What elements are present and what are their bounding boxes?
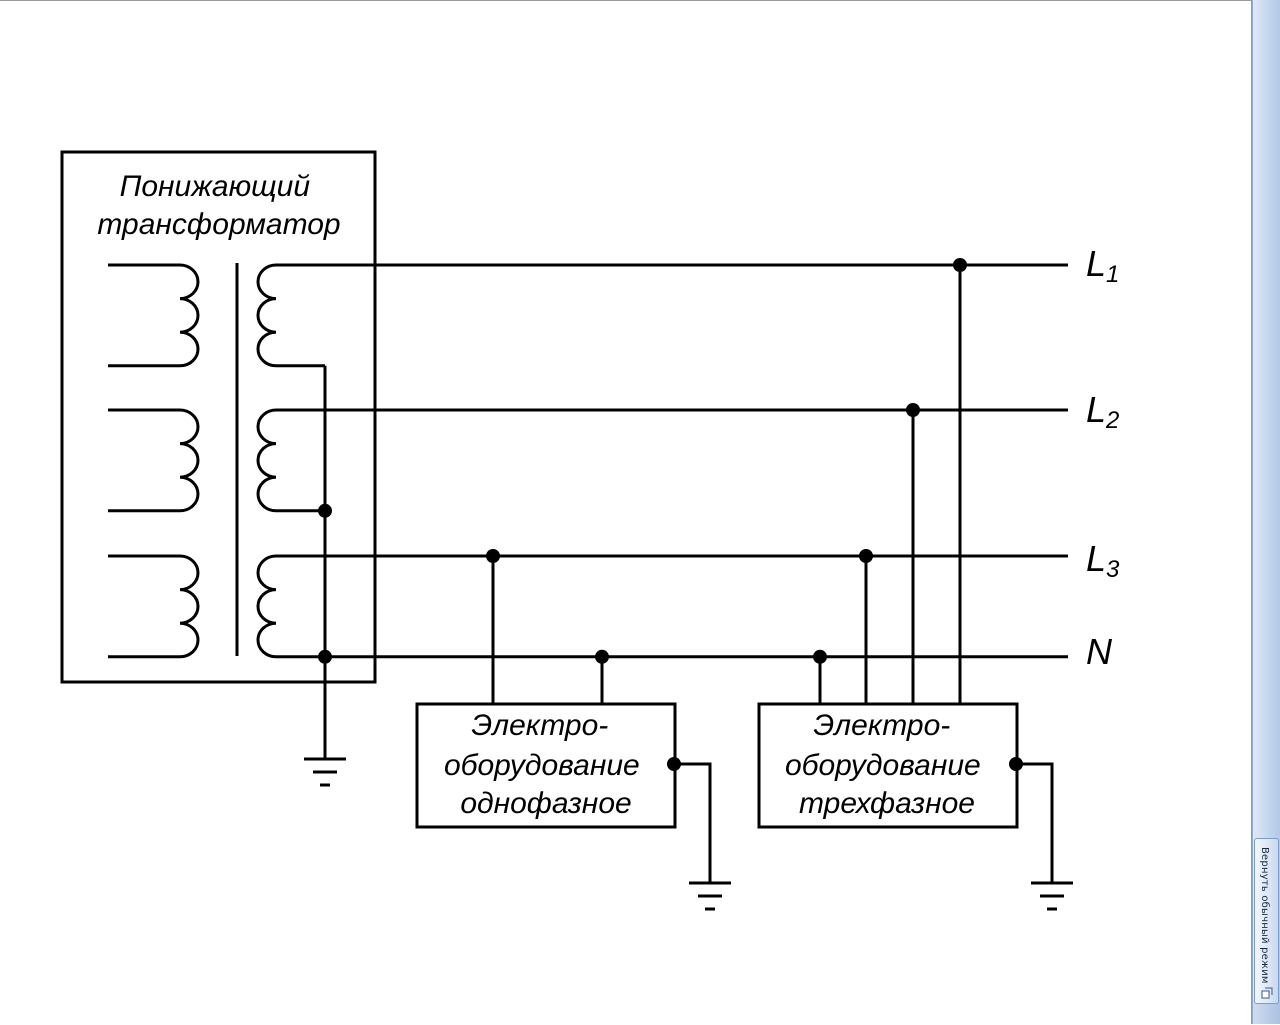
tn-c-wiring-diagram: Понижающий трансформатор L1 L2 L3 N Элек… bbox=[60, 150, 1120, 911]
junction-dot bbox=[813, 649, 827, 664]
junction-dot bbox=[906, 403, 920, 417]
single-phase-earth-conductor bbox=[674, 762, 712, 883]
restore-normal-mode-button[interactable]: Вернуть обычный режим bbox=[1254, 838, 1279, 1004]
transformer-box bbox=[60, 150, 377, 684]
restore-normal-mode-label: Вернуть обычный режим bbox=[1259, 847, 1270, 984]
junction-dot bbox=[1009, 757, 1023, 771]
junction-dot bbox=[318, 503, 332, 518]
bus-label-l2: L2 bbox=[1086, 389, 1119, 434]
transformer-earth-icon bbox=[304, 757, 346, 787]
bus-label-n: N bbox=[1086, 631, 1113, 672]
primary-winding-1 bbox=[108, 263, 200, 368]
transformer-label: Понижающий трансформатор bbox=[97, 170, 340, 241]
secondary-winding-3 bbox=[256, 554, 325, 659]
junction-dot bbox=[667, 757, 681, 771]
primary-winding-2 bbox=[108, 408, 200, 513]
restore-view-icon bbox=[1261, 987, 1273, 999]
primary-winding-3 bbox=[108, 554, 200, 659]
bus-label-l1: L1 bbox=[1086, 243, 1119, 288]
three-phase-equipment-label: Электро- оборудование трехфазное bbox=[785, 709, 989, 820]
slide-canvas: Понижающий трансформатор L1 L2 L3 N Элек… bbox=[0, 0, 1252, 1024]
junction-dot bbox=[486, 549, 500, 563]
single-phase-earth-icon bbox=[689, 881, 731, 911]
junction-dot bbox=[953, 258, 967, 272]
secondary-winding-1 bbox=[256, 263, 325, 368]
bus-label-l3: L3 bbox=[1086, 538, 1120, 583]
junction-dot bbox=[859, 549, 873, 563]
side-panel-footer bbox=[1253, 1000, 1280, 1024]
single-phase-equipment-label: Электро- оборудование однофазное bbox=[444, 709, 648, 820]
junction-dot bbox=[318, 649, 332, 664]
secondary-winding-2 bbox=[256, 408, 325, 513]
three-phase-earth-icon bbox=[1031, 881, 1073, 911]
three-phase-earth-conductor bbox=[1016, 762, 1054, 883]
junction-dot bbox=[595, 649, 609, 664]
